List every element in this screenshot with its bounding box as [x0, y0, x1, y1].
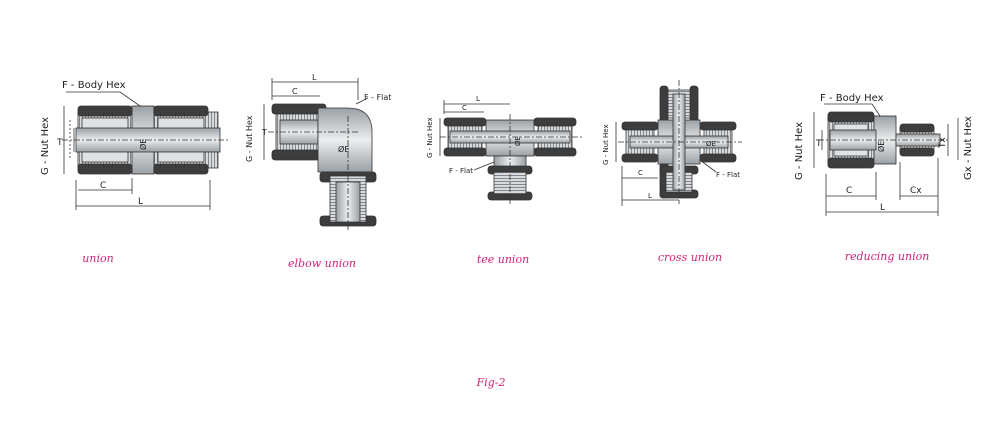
tee-l-label: L — [476, 95, 480, 103]
caption-reducing-union: reducing union — [844, 250, 930, 263]
reducing-e-label: ØE — [876, 141, 886, 152]
tee-nut-hex-label: G - Nut Hex — [426, 117, 434, 158]
elbow-flat-label: F - Flat — [364, 93, 391, 102]
elbow-nut-hex-label: G - Nut Hex — [245, 115, 254, 162]
cross-l-label: L — [648, 192, 652, 200]
union-l-label: L — [138, 197, 143, 207]
tee-c-label: C — [462, 104, 467, 112]
caption-union: union — [82, 252, 114, 265]
cross-c-label: C — [638, 169, 643, 177]
elbow-l-label: L — [312, 73, 317, 82]
reducing-tx-label: Tx — [938, 137, 948, 149]
tee-diagram — [439, 100, 582, 206]
elbow-t-label: T — [261, 128, 267, 137]
reducing-t-label: T — [815, 139, 822, 149]
cross-flat-label: F - Flat — [716, 171, 740, 179]
reducing-nut-hex-label: G - Nut Hex — [794, 122, 805, 180]
reducing-diagram — [813, 103, 959, 216]
tee-e-label: ØE — [514, 136, 522, 146]
reducing-gx-nut-hex-label: Gx - Nut Hex — [963, 116, 974, 180]
union-diagram — [62, 91, 230, 210]
caption-tee-union: tee union — [476, 253, 530, 266]
elbow-c-label: C — [292, 87, 298, 96]
cross-e-label: ØE — [706, 140, 716, 148]
union-c-label: C — [100, 181, 106, 191]
elbow-diagram — [263, 78, 377, 232]
union-nut-hex-label: G - Nut Hex — [40, 117, 51, 175]
reducing-l-label: L — [880, 203, 885, 213]
reducing-c-label: C — [846, 186, 852, 196]
reducing-cx-label: Cx — [910, 186, 922, 196]
elbow-e-label: ØE — [338, 144, 349, 154]
cross-diagram — [615, 80, 742, 206]
union-e-label: ØE — [138, 139, 148, 150]
union-t-label: T — [56, 138, 63, 148]
caption-elbow-union: elbow union — [288, 257, 356, 270]
union-body-hex-label: F - Body Hex — [62, 80, 126, 91]
caption-cross-union: cross union — [657, 251, 723, 264]
tee-flat-label: F - Flat — [449, 167, 473, 175]
reducing-body-hex-label: F - Body Hex — [820, 93, 884, 104]
figure-caption: Fig-2 — [476, 376, 506, 389]
cross-nut-hex-label: G - Nut Hex — [602, 124, 610, 165]
